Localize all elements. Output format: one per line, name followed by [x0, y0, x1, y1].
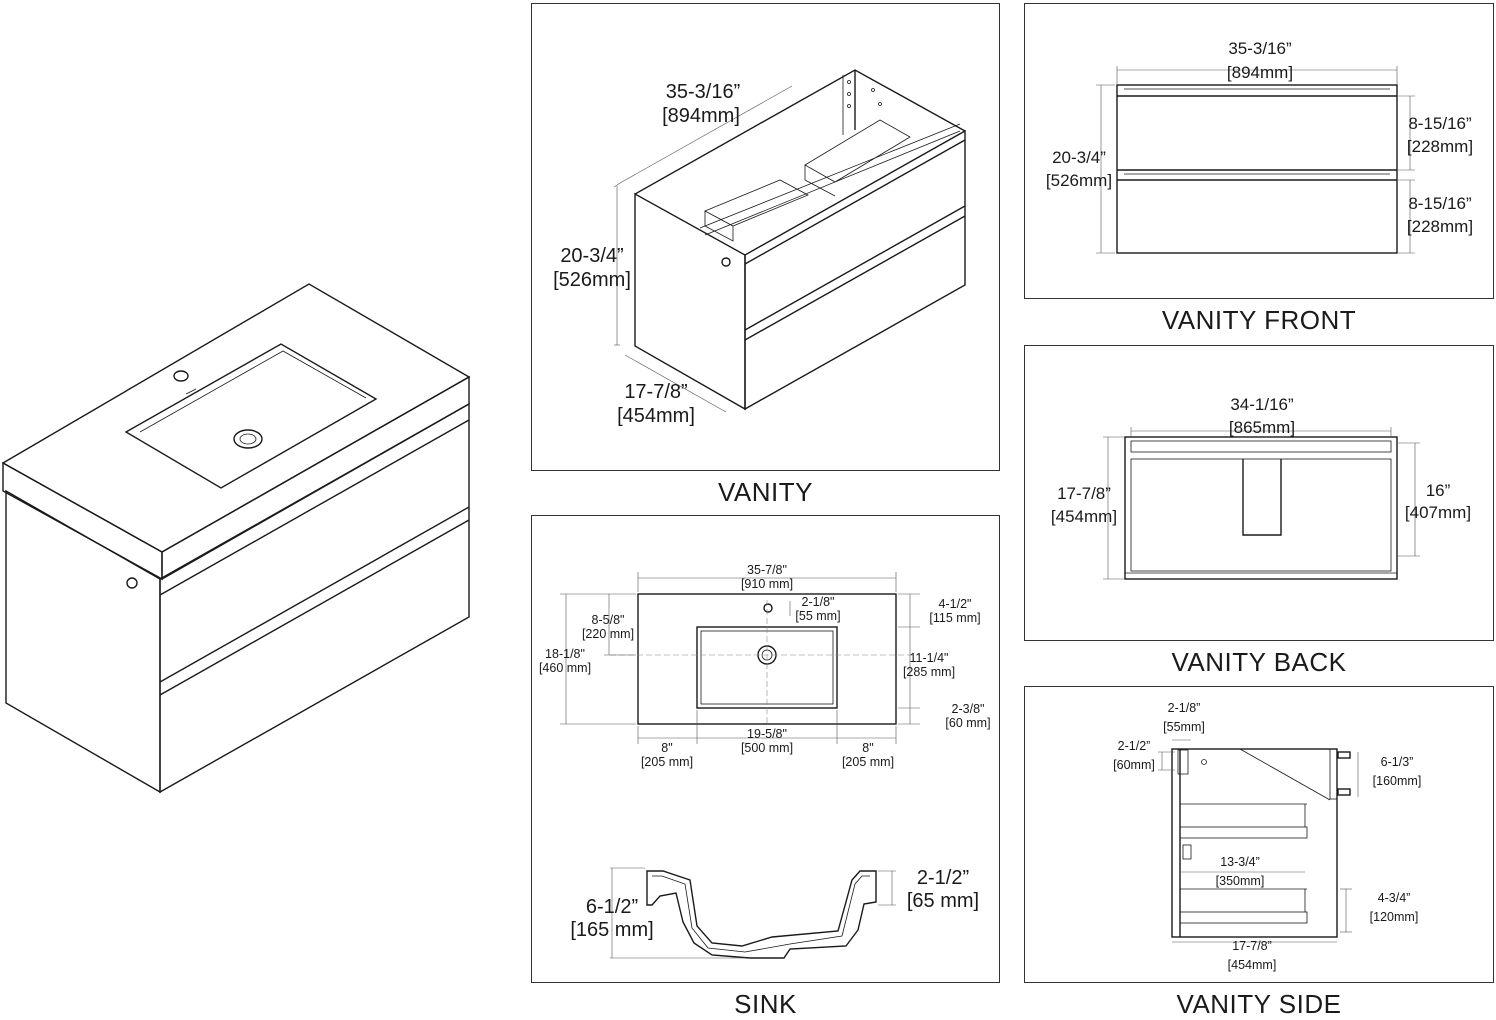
front-height: 20-3/4” [1052, 148, 1106, 167]
front-width: 35-3/16” [1228, 39, 1292, 58]
sink-depth: 18-1/8" [545, 647, 585, 661]
vanity-panel [531, 3, 1000, 471]
front-height-mm: [526mm] [1046, 171, 1112, 190]
vanity-back-drawing: 34-1/16” [865mm] 17-7/8” [454mm] 16” [40… [1051, 395, 1471, 580]
sink-top-drawing: 35-7/8" [910 mm] 8-5/8" [220 mm] 18-1/8"… [539, 563, 991, 769]
side-bracket-mm: [160mm] [1373, 774, 1422, 788]
back-height: 17-7/8” [1057, 484, 1111, 503]
side-depth: 17-7/8” [1232, 939, 1272, 953]
sink-width: 35-7/8" [747, 563, 787, 577]
side-top-mm: [55mm] [1163, 720, 1205, 734]
sink-depth-mm: [460 mm] [539, 661, 591, 675]
sink-rim: 2-1/2” [917, 867, 969, 889]
sink-side-right-mm: [205 mm] [842, 755, 894, 769]
sink-basin-depth-mm: [285 mm] [903, 665, 955, 679]
side-offset-mm: [60mm] [1113, 758, 1155, 772]
sink-faucet-dia-mm: [55 mm] [795, 609, 840, 623]
front-width-mm: [894mm] [1227, 63, 1293, 82]
isometric-vanity-drawing [1, 283, 471, 794]
vanity-width-mm: [894mm] [662, 105, 740, 127]
sink-side-left-mm: [205 mm] [641, 755, 693, 769]
sink-profile-height: 6-1/2” [586, 896, 638, 918]
vanity-height-mm: [526mm] [553, 269, 631, 291]
vanity-front-drawing: 35-3/16” [894mm] 20-3/4” [526mm] 8-15/16… [1046, 39, 1473, 254]
front-drawer1-mm: [228mm] [1407, 137, 1473, 156]
sink-side-right: 8" [862, 741, 873, 755]
sink-faucet-depth: 8-5/8" [592, 613, 625, 627]
back-width-mm: [865mm] [1229, 418, 1295, 437]
vanity-width: 35-3/16” [666, 81, 741, 103]
caption-vanity-front: VANITY FRONT [1161, 305, 1357, 335]
sink-rim-mm: [65 mm] [907, 890, 979, 912]
back-height-mm: [454mm] [1051, 507, 1117, 526]
side-offset: 2-1/2” [1118, 739, 1151, 753]
sink-profile-drawing: 6-1/2” [165 mm] 2-1/2” [65 mm] [570, 867, 979, 959]
back-width: 34-1/16” [1230, 395, 1294, 414]
side-drawer-depth: 13-3/4” [1220, 855, 1260, 869]
side-depth-mm: [454mm] [1228, 958, 1277, 972]
caption-vanity-back: VANITY BACK [1171, 647, 1347, 677]
sink-faucet-dia: 2-1/8" [802, 595, 835, 609]
side-bracket: 6-1/3” [1381, 755, 1414, 769]
sink-basin-depth: 11-1/4" [910, 651, 949, 665]
sink-basin-top-mm: [115 mm] [929, 611, 980, 625]
caption-vanity: VANITY [718, 477, 813, 507]
sink-profile-height-mm: [165 mm] [570, 919, 653, 941]
back-inner-mm: [407mm] [1405, 503, 1471, 522]
sink-faucet-depth-mm: [220 mm] [582, 627, 634, 641]
vanity-back-panel [1024, 345, 1494, 641]
vanity-front-panel [1024, 3, 1494, 299]
vanity-isometric-small: 35-3/16” [894mm] 20-3/4” [526mm] 17-7/8”… [553, 69, 966, 427]
caption-vanity-side: VANITY SIDE [1176, 989, 1342, 1019]
sink-basin-width: 19-5/8" [747, 727, 787, 741]
sink-basin-width-mm: [500 mm] [741, 741, 793, 755]
side-drawer-depth-mm: [350mm] [1216, 874, 1265, 888]
sink-basin-bottom: 2-3/8" [952, 702, 985, 716]
vanity-side-drawing: 2-1/8” [55mm] 2-1/2” [60mm] 6-1/3” [160m… [1113, 701, 1421, 972]
vanity-depth: 17-7/8” [624, 381, 687, 403]
side-drawer-height-mm: [120mm] [1370, 910, 1419, 924]
side-drawer-height: 4-3/4” [1378, 891, 1411, 905]
vanity-height: 20-3/4” [560, 245, 623, 267]
back-inner: 16” [1426, 481, 1451, 500]
front-drawer2-mm: [228mm] [1407, 217, 1473, 236]
sink-width-mm: [910 mm] [741, 577, 793, 591]
sink-side-left: 8" [661, 741, 672, 755]
side-top: 2-1/8” [1168, 701, 1201, 715]
vanity-side-panel [1024, 686, 1494, 983]
sink-basin-top: 4-1/2" [939, 597, 972, 611]
sink-panel [531, 515, 1000, 983]
sink-basin-bottom-mm: [60 mm] [945, 716, 990, 730]
front-drawer2: 8-15/16” [1408, 194, 1472, 213]
front-drawer1: 8-15/16” [1408, 114, 1472, 133]
vanity-depth-mm: [454mm] [617, 405, 695, 427]
caption-sink: SINK [734, 989, 797, 1019]
